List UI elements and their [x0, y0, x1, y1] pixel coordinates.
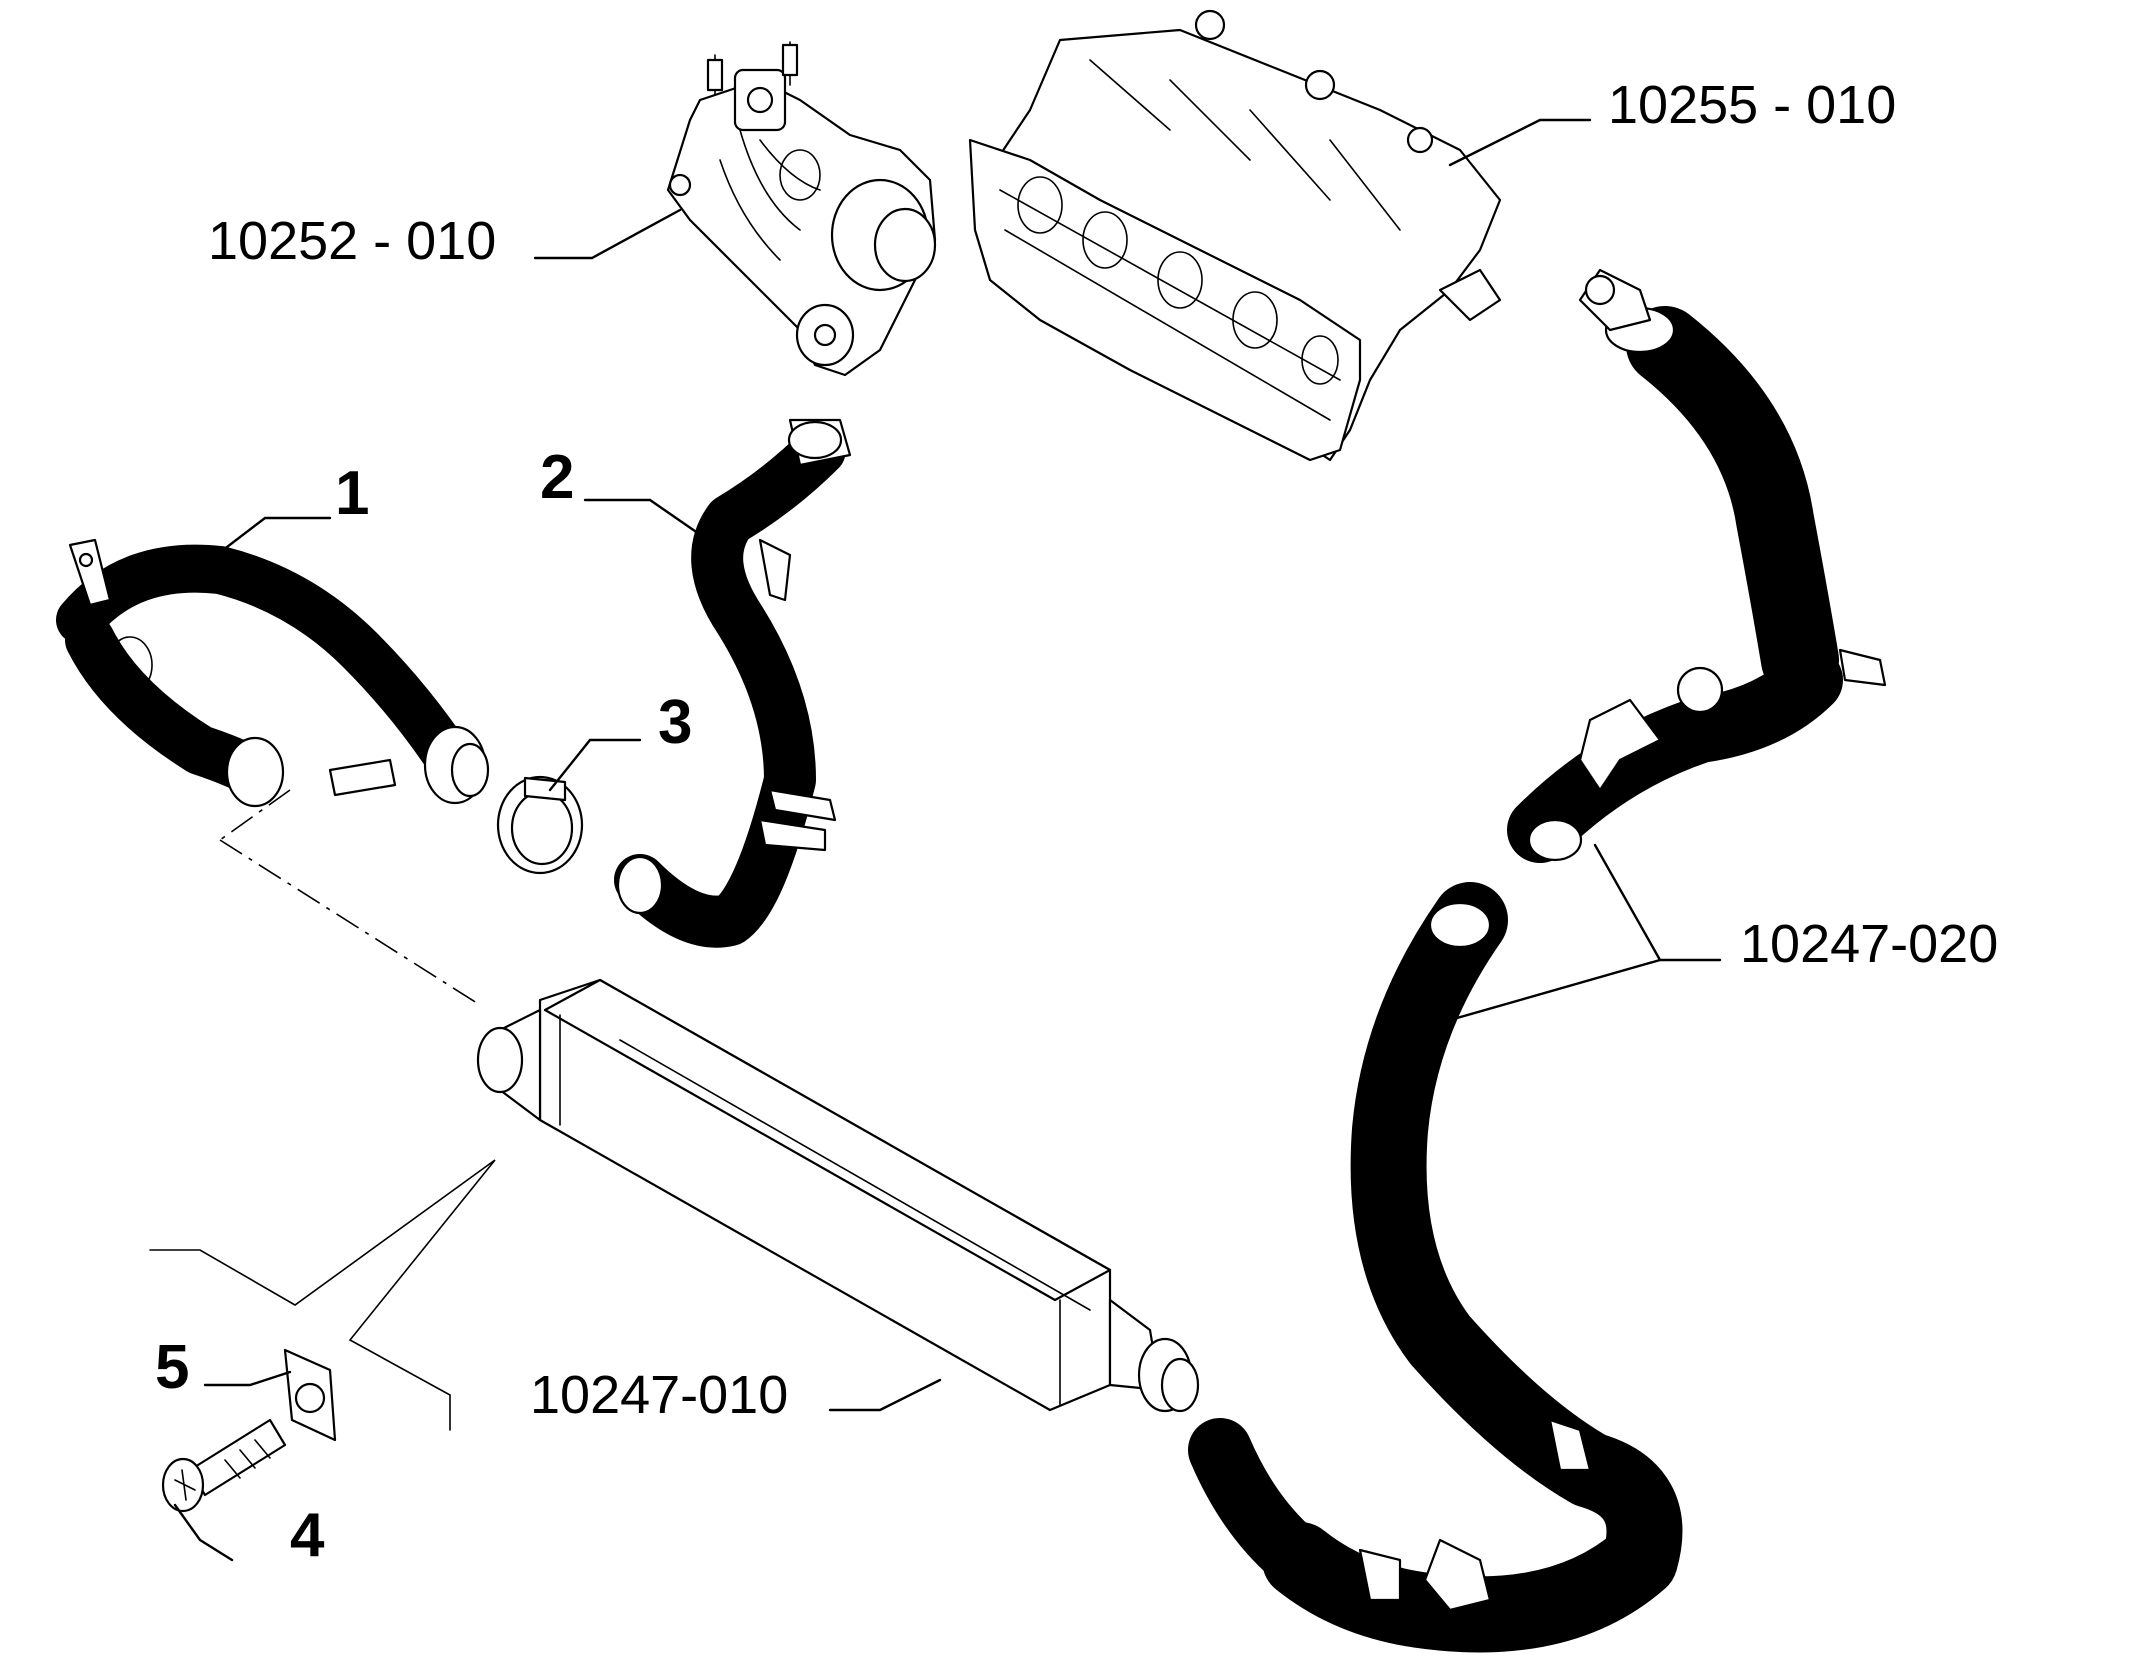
leader-lines — [149, 118, 1722, 1562]
callout-2: 2 — [540, 443, 575, 512]
callout-10247-010: 10247-010 — [530, 1365, 789, 1425]
intake-manifold — [968, 9, 1502, 462]
callout-5: 5 — [155, 1333, 190, 1402]
callout-10255-010: 10255 - 010 — [1608, 75, 1897, 135]
callout-1: 1 — [335, 459, 370, 528]
intercooler — [476, 978, 1200, 1413]
assembly-centerline-2 — [219, 839, 481, 1006]
charge-air-pipe — [1188, 268, 1887, 1653]
callout-4: 4 — [290, 1501, 325, 1570]
turbocharger — [666, 41, 937, 377]
callout-3: 3 — [658, 688, 693, 757]
part-1-pipe — [56, 538, 490, 808]
part-2-hose — [614, 418, 852, 948]
callout-10247-020: 10247-020 — [1740, 914, 1999, 974]
callout-10252-010: 10252 - 010 — [208, 211, 497, 271]
assembly-centerline — [219, 789, 291, 841]
part-4-bolt — [161, 1418, 287, 1513]
part-5-clip — [283, 1348, 337, 1442]
part-3-clamp — [496, 775, 584, 875]
